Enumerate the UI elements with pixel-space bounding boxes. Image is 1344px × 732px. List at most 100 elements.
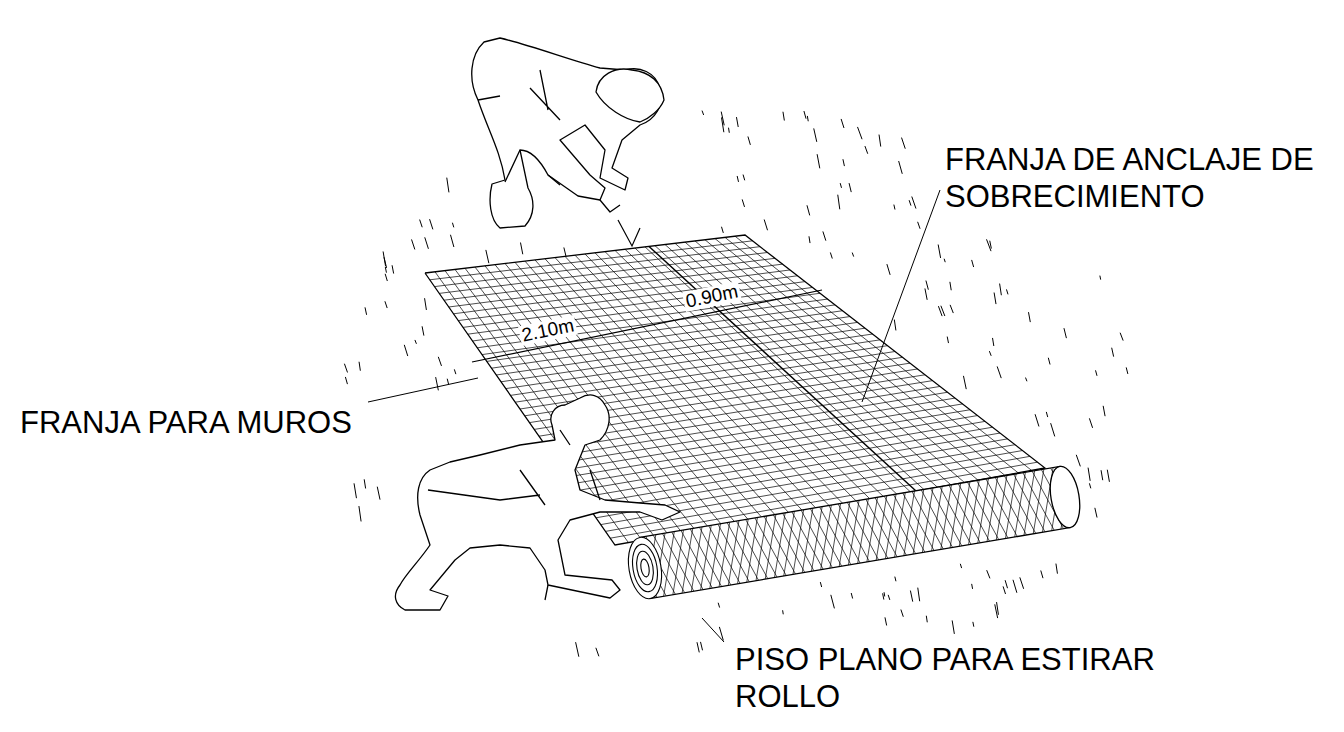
- ground-stroke: [804, 111, 806, 119]
- roll-wire: [664, 532, 675, 597]
- ground-stroke: [385, 274, 387, 281]
- worker-bottom-body: [395, 395, 680, 610]
- ground-stroke: [972, 260, 974, 267]
- ground-stroke: [721, 227, 723, 233]
- ground-stroke: [1048, 358, 1050, 365]
- roll-wire: [1005, 474, 1016, 539]
- ground-stroke: [392, 265, 394, 273]
- roll-wire: [858, 499, 869, 564]
- ground-stroke: [909, 200, 911, 205]
- ground-stroke: [1126, 367, 1128, 374]
- ground-stroke: [383, 251, 385, 265]
- ground-stroke: [702, 111, 704, 115]
- dimension-line: [472, 290, 822, 362]
- ground-stroke: [950, 305, 953, 313]
- ground-stroke: [902, 138, 906, 149]
- ground-stroke: [1041, 570, 1043, 578]
- ground-stroke: [422, 326, 424, 335]
- ground-stroke: [910, 591, 912, 602]
- ground-stroke: [952, 620, 954, 633]
- ground-stroke: [728, 128, 730, 133]
- mesh-wire: [577, 421, 985, 490]
- mesh-roll: [598, 457, 1128, 606]
- ground-stroke: [989, 351, 991, 356]
- ground-stroke: [879, 135, 881, 147]
- ground-stroke: [843, 159, 844, 166]
- roll-wire: [1015, 472, 1026, 537]
- roll-wire: [710, 524, 721, 589]
- mesh-wire: [458, 276, 797, 321]
- worker-top-arm: [478, 70, 620, 212]
- ground-stroke: [1088, 468, 1090, 481]
- roll-wire: [774, 513, 785, 578]
- workers: [395, 38, 680, 610]
- roll-wire: [867, 497, 878, 562]
- roll-wire: [839, 502, 850, 567]
- ground-stroke: [918, 588, 920, 602]
- worker-top-body: [472, 38, 662, 228]
- roll-wire: [1097, 460, 1128, 518]
- ground-stroke: [1035, 414, 1039, 426]
- ground-stroke: [404, 345, 407, 356]
- ground-stroke: [1101, 470, 1103, 480]
- roll-wire: [969, 480, 980, 545]
- ground-stroke: [997, 366, 1001, 378]
- ground-stroke: [849, 183, 851, 192]
- callout-label: FRANJA PARA MUROS: [20, 404, 360, 441]
- ground-stroke: [858, 127, 863, 139]
- ground-stroke: [1064, 328, 1066, 338]
- roll-wire: [904, 491, 915, 556]
- ground-stroke: [887, 264, 890, 275]
- ground-stroke: [944, 259, 945, 262]
- roll-wire: [1088, 462, 1119, 520]
- roll-wire: [895, 493, 906, 558]
- mesh-wire: [582, 427, 993, 497]
- ground-stroke: [851, 593, 852, 598]
- ground-stroke: [885, 617, 887, 625]
- ground-stroke: [883, 593, 884, 599]
- ground-stroke: [748, 136, 750, 144]
- ground-stroke: [520, 243, 522, 255]
- ground-stroke: [425, 298, 427, 310]
- roll-wire: [959, 482, 970, 547]
- ground-stroke: [947, 337, 948, 343]
- ground-stroke: [377, 487, 380, 500]
- ground-stroke: [430, 219, 433, 229]
- roll-wire: [802, 508, 813, 573]
- ground-stroke: [1028, 312, 1030, 322]
- ground-stroke: [1000, 284, 1002, 296]
- roll-wire: [1024, 471, 1035, 536]
- roll-wire: [876, 496, 887, 561]
- roll-wire: [1033, 469, 1044, 534]
- leader-lines: [368, 190, 940, 642]
- ground-stroke: [1096, 370, 1097, 376]
- roll-wire: [811, 507, 822, 572]
- roll-wire: [1098, 458, 1109, 523]
- ground-stroke: [420, 220, 423, 228]
- ground-stroke: [783, 112, 784, 121]
- ground-stroke: [345, 377, 347, 384]
- ground-stroke: [894, 205, 895, 210]
- ground-stroke: [450, 235, 453, 247]
- roll-wire: [738, 519, 749, 584]
- ground-stroke: [344, 364, 347, 373]
- mesh-wire: [568, 410, 971, 477]
- roll-wire: [728, 521, 739, 586]
- ground-stroke: [736, 117, 738, 127]
- ground-stroke: [963, 376, 966, 389]
- ground-stroke: [987, 570, 990, 578]
- ground-stroke: [596, 648, 599, 657]
- ground-stroke: [831, 595, 835, 609]
- ground-stroke: [454, 369, 456, 374]
- leader-line: [862, 190, 940, 402]
- ground-stroke: [438, 357, 441, 366]
- ground-stroke: [807, 116, 809, 121]
- roll-spiral: [629, 542, 661, 593]
- roll-wire: [1078, 463, 1109, 521]
- mesh-corner: [618, 220, 640, 246]
- ground-stroke: [718, 603, 719, 608]
- mesh-wire: [558, 398, 955, 463]
- roll-spiral: [624, 535, 666, 601]
- roll-wire: [941, 485, 952, 550]
- roll-wire: [996, 475, 1007, 540]
